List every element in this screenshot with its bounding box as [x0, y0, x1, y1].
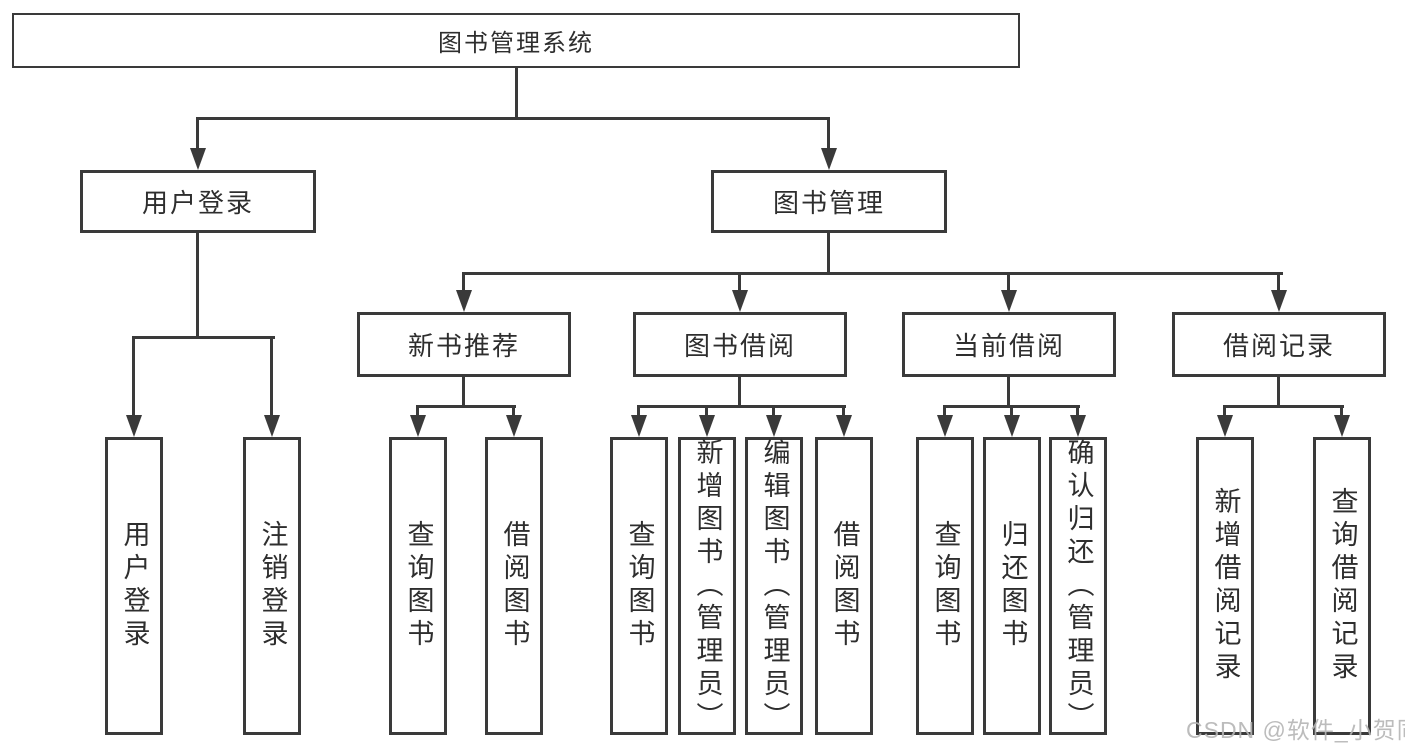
edge-borrow-records-rail: [1223, 405, 1344, 408]
edge-to-leaf-query-book-3: [943, 405, 946, 417]
node-leaf-borrow-book-1: 借阅图书: [485, 437, 543, 735]
node-borrow-records-label: 借阅记录: [1222, 331, 1335, 361]
arrowhead-current-borrow: [1001, 290, 1017, 312]
node-leaf-return-book-label: 归还图书: [997, 520, 1028, 652]
edge-book-borrow-rail: [637, 405, 846, 408]
edge-to-leaf-edit-book: [772, 405, 775, 417]
arrowhead-leaf-edit-book: [766, 415, 782, 437]
arrowhead-user-login: [190, 148, 206, 170]
edge-book-borrow-stem: [738, 377, 741, 405]
edge-to-borrow-records: [1277, 272, 1280, 292]
arrowhead-leaf-return-book: [1004, 415, 1020, 437]
node-leaf-query-book-3-label: 查询图书: [930, 520, 961, 652]
node-current-borrow: 当前借阅: [902, 312, 1116, 377]
node-leaf-confirm-return-admin: 确认归还（管理员）: [1049, 437, 1107, 735]
node-leaf-login: 用户登录: [105, 437, 163, 735]
arrowhead-new-book-recommend: [456, 290, 472, 312]
edge-root-stem: [515, 68, 518, 117]
arrowhead-book-borrow: [732, 290, 748, 312]
edge-to-leaf-logout: [270, 336, 273, 417]
node-new-book-recommend: 新书推荐: [357, 312, 571, 377]
csdn-watermark: CSDN @软件_小贺同学: [1186, 717, 1405, 743]
node-leaf-confirm-return-admin-label: 确认归还（管理员）: [1063, 437, 1094, 735]
edge-to-new-book-recommend: [462, 272, 465, 292]
node-leaf-query-borrow-record-label: 查询借阅记录: [1327, 487, 1358, 685]
node-new-book-recommend-label: 新书推荐: [407, 331, 520, 361]
node-current-borrow-label: 当前借阅: [952, 331, 1065, 361]
arrowhead-leaf-borrow-book-1: [506, 415, 522, 437]
node-leaf-query-book-2-label: 查询图书: [624, 520, 655, 652]
node-book-borrow-label: 图书借阅: [683, 331, 796, 361]
node-book-management-label: 图书管理: [772, 188, 885, 218]
edge-to-leaf-borrow-book-2: [842, 405, 845, 417]
edge-level2-rail: [196, 117, 830, 120]
arrowhead-leaf-logout: [264, 415, 280, 437]
edge-borrow-records-stem: [1277, 377, 1280, 405]
node-leaf-edit-book-admin-label: 编辑图书（管理员）: [759, 437, 790, 735]
node-leaf-borrow-book-2-label: 借阅图书: [829, 520, 860, 652]
edge-to-leaf-query-book-1: [416, 405, 419, 417]
edge-to-leaf-confirm-return: [1076, 405, 1079, 417]
edge-new-book-recommend-stem: [462, 377, 465, 405]
edge-to-leaf-add-book: [705, 405, 708, 417]
edge-to-user-login: [196, 117, 199, 150]
edge-to-leaf-borrow-book-1: [512, 405, 515, 417]
arrowhead-leaf-add-record: [1217, 415, 1233, 437]
node-borrow-records: 借阅记录: [1172, 312, 1386, 377]
arrowhead-leaf-query-book-1: [410, 415, 426, 437]
node-leaf-logout-label: 注销登录: [257, 520, 288, 652]
edge-new-book-recommend-rail: [416, 405, 516, 408]
node-leaf-login-label: 用户登录: [119, 520, 150, 652]
node-root: 图书管理系统: [12, 13, 1020, 68]
arrowhead-leaf-borrow-book-2: [836, 415, 852, 437]
edge-current-borrow-stem: [1007, 377, 1010, 405]
arrowhead-book-management: [821, 148, 837, 170]
edge-to-leaf-query-book-2: [637, 405, 640, 417]
node-book-borrow: 图书借阅: [633, 312, 847, 377]
arrowhead-leaf-login: [126, 415, 142, 437]
edge-to-current-borrow: [1007, 272, 1010, 292]
node-user-login-label: 用户登录: [141, 188, 254, 218]
edge-to-book-borrow: [738, 272, 741, 292]
node-leaf-return-book: 归还图书: [983, 437, 1041, 735]
node-leaf-query-book-3: 查询图书: [916, 437, 974, 735]
node-leaf-logout: 注销登录: [243, 437, 301, 735]
node-root-label: 图书管理系统: [438, 30, 594, 57]
node-leaf-add-book-admin: 新增图书（管理员）: [678, 437, 736, 735]
node-leaf-query-borrow-record: 查询借阅记录: [1313, 437, 1371, 735]
node-leaf-add-borrow-record: 新增借阅记录: [1196, 437, 1254, 735]
edge-level3-rail: [462, 272, 1283, 275]
edge-to-book-management: [827, 117, 830, 150]
edge-to-leaf-login: [132, 336, 135, 417]
node-leaf-borrow-book-1-label: 借阅图书: [499, 520, 530, 652]
node-leaf-borrow-book-2: 借阅图书: [815, 437, 873, 735]
node-leaf-query-book-1: 查询图书: [389, 437, 447, 735]
arrowhead-leaf-query-book-2: [631, 415, 647, 437]
edge-to-leaf-add-record: [1223, 405, 1226, 417]
edge-user-login-rail: [132, 336, 275, 339]
node-user-login: 用户登录: [80, 170, 316, 233]
edge-user-login-stem: [196, 233, 199, 336]
edge-book-management-stem: [827, 233, 830, 272]
arrowhead-leaf-confirm-return: [1070, 415, 1086, 437]
arrowhead-borrow-records: [1271, 290, 1287, 312]
edge-to-leaf-query-record: [1340, 405, 1343, 417]
arrowhead-leaf-add-book: [699, 415, 715, 437]
node-leaf-add-book-admin-label: 新增图书（管理员）: [692, 437, 723, 735]
node-leaf-query-book-2: 查询图书: [610, 437, 668, 735]
arrowhead-leaf-query-book-3: [937, 415, 953, 437]
arrowhead-leaf-query-record: [1334, 415, 1350, 437]
edge-to-leaf-return-book: [1010, 405, 1013, 417]
node-leaf-edit-book-admin: 编辑图书（管理员）: [745, 437, 803, 735]
node-leaf-add-borrow-record-label: 新增借阅记录: [1210, 487, 1241, 685]
node-book-management: 图书管理: [711, 170, 947, 233]
node-leaf-query-book-1-label: 查询图书: [403, 520, 434, 652]
